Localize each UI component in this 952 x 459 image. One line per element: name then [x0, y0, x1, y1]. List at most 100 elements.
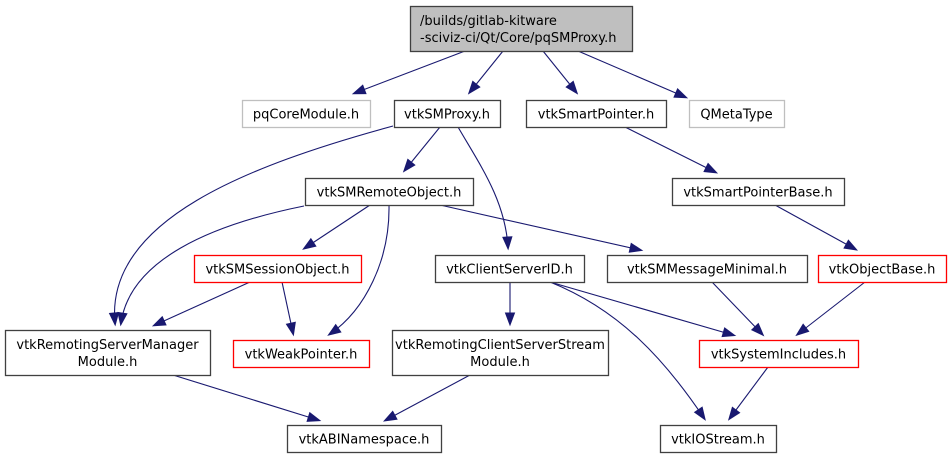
edge-vtkSmartPointer-to-vtkSmartPointerBase [624, 126, 719, 174]
node-box [817, 254, 948, 284]
edge-vtkSMProxy-to-vtkRemotingServerManagerModule [108, 125, 394, 327]
edges-layer [108, 50, 866, 422]
node-label: vtkABINamespace.h [299, 433, 430, 448]
edge-line [711, 281, 763, 335]
edge-line [549, 281, 705, 419]
node-vtkWeakPointer[interactable]: vtkWeakPointer.h [232, 339, 371, 369]
node-label: vtkObjectBase.h [829, 263, 936, 278]
edge-vtkSMSessionObject-to-vtkRemotingServerManagerModule [151, 281, 251, 327]
edge-vtkSystemIncludes-to-vtkIOStream [727, 366, 769, 421]
node-label: -sciviz-ci/Qt/Core/pqSMProxy.h [420, 31, 616, 46]
edge-vtkRemotingClientServerStreamModule-to-vtkABINamespace [382, 374, 471, 422]
edge-line [624, 126, 716, 173]
node-label: vtkClientServerID.h [446, 263, 573, 278]
node-box [4, 329, 212, 377]
edge-line [172, 374, 319, 421]
arrowhead-icon [843, 239, 859, 251]
node-box [525, 99, 668, 129]
arrowhead-icon [306, 411, 322, 422]
arrowhead-icon [467, 80, 481, 95]
arrowhead-icon [795, 323, 810, 337]
arrowhead-icon [302, 237, 317, 250]
edge-vtkClientServerID-to-vtkIOStream [549, 281, 706, 421]
edge-line [439, 204, 641, 251]
edge-root-to-vtkSmartPointer [542, 50, 579, 95]
node-vtkSMMessageMinimal[interactable]: vtkSMMessageMinimal.h [606, 254, 809, 284]
edge-vtkSMProxy-to-vtkSMRemoteObject [402, 126, 441, 173]
node-vtkSMRemoteObject[interactable]: vtkSMRemoteObject.h [304, 177, 475, 207]
edge-vtkSmartPointerBase-to-vtkObjectBase [774, 204, 859, 251]
node-vtkClientServerID[interactable]: vtkClientServerID.h [434, 254, 586, 284]
arrowhead-icon [673, 88, 689, 99]
node-vtkSMSessionObject[interactable]: vtkSMSessionObject.h [193, 254, 363, 284]
edge-vtkClientServerID-to-vtkRemotingClientServerStreamModule [504, 282, 516, 327]
edge-root-to-vtkSMProxy [467, 50, 504, 95]
arrowhead-icon [327, 323, 342, 336]
node-label: vtkSmartPointer.h [538, 108, 654, 123]
node-root[interactable]: /builds/gitlab-kitware -sciviz-ci/Qt/Core… [409, 5, 634, 53]
node-label: vtkWeakPointer.h [245, 348, 358, 363]
node-box [671, 177, 846, 207]
node-box [241, 99, 372, 129]
edge-vtkSMSessionObject-to-vtkWeakPointer [281, 281, 296, 337]
arrowhead-icon [693, 406, 706, 421]
arrowhead-icon [721, 327, 737, 338]
edge-vtkSMRemoteObject-to-vtkWeakPointer [327, 204, 390, 336]
node-box [688, 99, 786, 129]
edge-root-to-QMetaType [577, 50, 689, 99]
node-label: vtkRemotingServerManager [16, 338, 199, 353]
node-vtkIOStream[interactable]: vtkIOStream.h [659, 424, 778, 454]
node-label: vtkIOStream.h [671, 433, 765, 448]
node-label: vtkSMRemoteObject.h [317, 186, 462, 201]
arrowhead-icon [502, 236, 513, 251]
node-box [434, 254, 586, 284]
node-vtkSmartPointerBase[interactable]: vtkSmartPointerBase.h [671, 177, 846, 207]
node-vtkObjectBase[interactable]: vtkObjectBase.h [817, 254, 948, 284]
edge-root-to-pqCoreModule [351, 50, 466, 95]
arrowhead-icon [565, 80, 579, 95]
node-label: Module.h [470, 355, 530, 370]
arrowhead-icon [285, 321, 296, 337]
node-box [304, 177, 475, 207]
node-box [393, 99, 502, 129]
edge-vtkSMMessageMinimal-to-vtkSystemIncludes [711, 281, 765, 337]
node-vtkSMProxy[interactable]: vtkSMProxy.h [393, 99, 502, 129]
edge-line [304, 204, 371, 249]
edge-line [154, 281, 251, 326]
node-label: QMetaType [700, 108, 772, 123]
node-box [698, 339, 860, 369]
node-vtkABINamespace[interactable]: vtkABINamespace.h [286, 424, 443, 454]
edge-vtkSMRemoteObject-to-vtkSMMessageMinimal [439, 204, 644, 253]
node-box [659, 424, 778, 454]
node-label: /builds/gitlab-kitware [420, 14, 557, 29]
edge-vtkClientServerID-to-vtkSystemIncludes [549, 281, 737, 338]
arrowhead-icon [117, 311, 128, 327]
edge-line [729, 366, 769, 419]
edge-line [457, 126, 509, 248]
arrowhead-icon [108, 312, 120, 327]
edge-line [329, 204, 390, 335]
node-label: vtkSystemIncludes.h [711, 348, 846, 363]
arrowhead-icon [151, 315, 167, 327]
edge-line [577, 50, 686, 98]
edge-line [120, 205, 305, 324]
node-label: Module.h [78, 355, 138, 370]
node-vtkSystemIncludes[interactable]: vtkSystemIncludes.h [698, 339, 860, 369]
nodes-layer: /builds/gitlab-kitware -sciviz-ci/Qt/Core… [4, 5, 948, 454]
node-box [606, 254, 809, 284]
node-box [193, 254, 363, 284]
node-label: vtkSMMessageMinimal.h [627, 263, 787, 278]
edge-line [797, 281, 866, 335]
edge-line [774, 204, 856, 250]
edge-vtkSMRemoteObject-to-vtkRemotingServerManagerModule [117, 205, 305, 327]
node-label: vtkSMSessionObject.h [205, 263, 349, 278]
node-vtkSmartPointer[interactable]: vtkSmartPointer.h [525, 99, 668, 129]
edge-line [385, 374, 471, 421]
arrowhead-icon [750, 322, 765, 337]
arrowhead-icon [351, 84, 367, 95]
edge-vtkRemotingServerManagerModule-to-vtkABINamespace [172, 374, 322, 422]
node-label: vtkSmartPointerBase.h [683, 186, 832, 201]
